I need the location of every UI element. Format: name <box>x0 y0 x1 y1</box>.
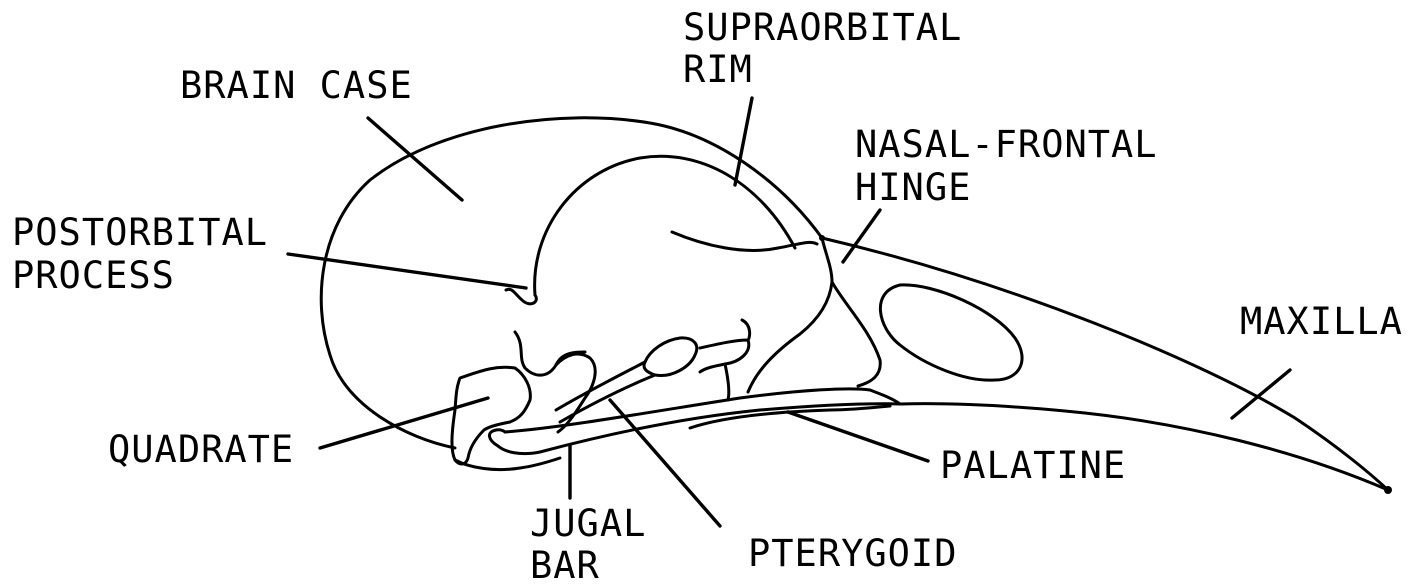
postorbital-process-outline <box>506 289 536 304</box>
label-maxilla: MAXILLA <box>1240 300 1403 343</box>
label-jugal-bar-line1: JUGAL <box>530 502 646 545</box>
label-postorbital-process-line1: POSTORBITAL <box>12 211 268 254</box>
labels: BRAIN CASE SUPRAORBITAL RIM NASAL-FRONTA… <box>12 6 1403 584</box>
palatine-head <box>644 338 697 376</box>
leader-quadrate <box>320 398 488 448</box>
jugal-bar-bone <box>498 389 900 454</box>
hinge-node <box>819 235 825 241</box>
label-jugal-bar-line2: BAR <box>530 544 600 584</box>
quadrate-bone <box>452 367 530 464</box>
maxilla-tip <box>1384 486 1392 494</box>
nostril <box>880 285 1022 380</box>
label-nasal-frontal-hinge-line1: NASAL-FRONTAL <box>855 123 1158 166</box>
label-pterygoid: PTERYGOID <box>748 532 957 575</box>
label-supraorbital-rim-line2: RIM <box>683 48 753 91</box>
label-supraorbital-rim-line1: SUPRAORBITAL <box>683 6 962 49</box>
leader-brain-case <box>368 118 462 200</box>
label-nasal-frontal-hinge-line2: HINGE <box>855 166 971 209</box>
jugal-posterior-knob <box>489 430 505 446</box>
palatine-underside <box>690 406 890 428</box>
label-quadrate: QUADRATE <box>108 428 294 471</box>
leader-supraorbital-rim <box>735 98 752 185</box>
label-postorbital-process-line2: PROCESS <box>12 254 175 297</box>
lacrimal-outline <box>832 282 880 386</box>
interorbital-septum <box>748 238 832 392</box>
label-palatine: PALATINE <box>940 444 1126 487</box>
label-brain-case: BRAIN CASE <box>180 64 413 107</box>
leader-nasal-frontal-hinge <box>843 210 880 262</box>
mandible-hint <box>455 458 560 470</box>
orbit-rim <box>535 156 795 295</box>
leader-palatine <box>788 412 928 461</box>
